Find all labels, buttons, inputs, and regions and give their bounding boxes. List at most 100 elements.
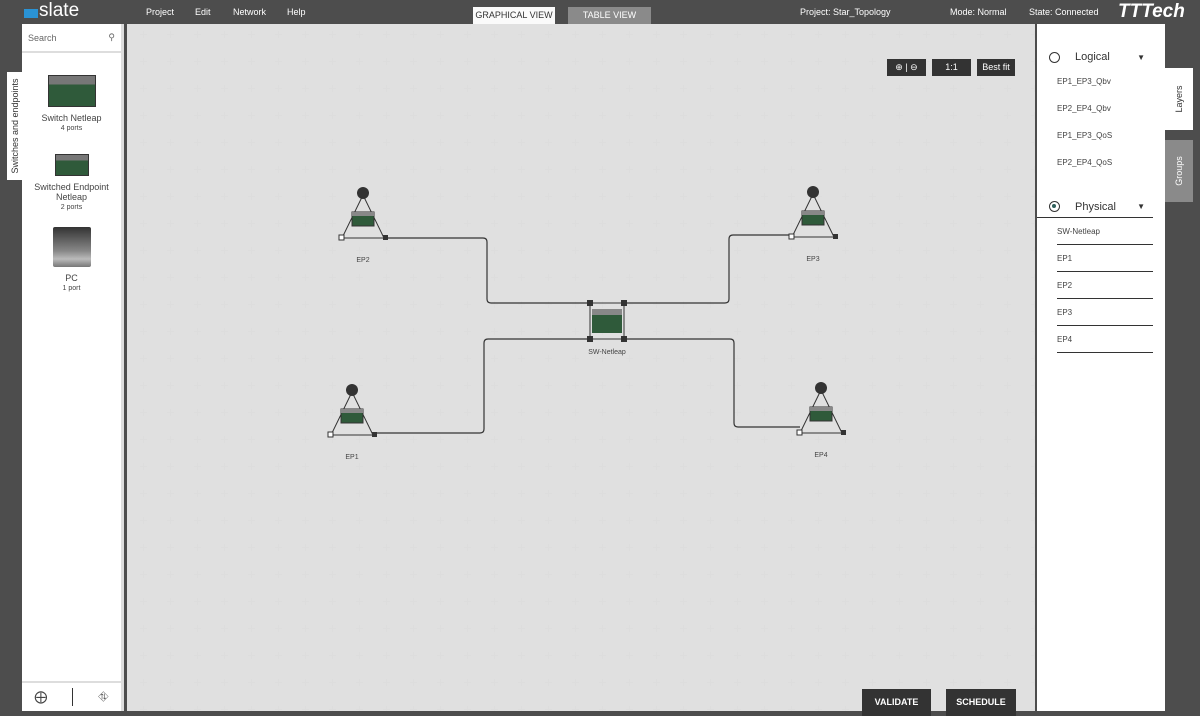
link-ep2-sw[interactable] [386,237,590,304]
node-pin-icon [815,382,827,394]
menu-edit[interactable]: Edit [195,7,211,17]
link-sw-ep4[interactable] [624,338,800,428]
best-fit-button[interactable]: Best fit [977,59,1015,76]
board-ports [352,212,374,216]
physical-layer-item[interactable]: EP2 [1057,272,1153,299]
node-pin-icon [807,186,819,198]
palette-footer: ⨁⛗ [22,681,121,711]
physical-layer-item[interactable]: EP1 [1057,245,1153,272]
zoom-1-1-button[interactable]: 1:1 [932,59,971,76]
node-label: SW-Netleap [588,349,626,356]
port-handle[interactable] [383,235,388,240]
palette-item-ports: 1 port [62,285,81,292]
port-handle[interactable] [833,234,838,239]
node-ep2[interactable]: EP2 [338,187,388,264]
port-handle[interactable] [338,234,345,241]
tab-table-view[interactable]: TABLE VIEW [568,7,651,24]
palette-item-ports: 2 ports [60,204,83,211]
logical-layer-item[interactable]: EP1_EP3_QoS [1057,131,1113,140]
port-handle[interactable] [621,336,627,342]
crosshair-icon[interactable]: ⨁ [34,689,48,704]
menu-project[interactable]: Project [146,7,175,17]
physical-layer-item[interactable]: EP3 [1057,299,1153,326]
palette-item-switch-netleap[interactable]: Switch Netleap 4 ports [22,75,121,132]
menu-help[interactable]: Help [287,7,306,17]
node-pin-icon [357,187,369,199]
palette-item-name: Switched Endpoint Netleap [34,182,109,202]
port-handle[interactable] [327,431,334,438]
board-ports [592,309,622,315]
board-ports [802,211,824,215]
link-sw-ep1[interactable] [373,338,590,434]
left-tab-strip [0,24,22,711]
node-ep3[interactable]: EP3 [788,186,838,263]
tab-groups[interactable]: Groups [1165,140,1193,202]
layer-physical[interactable]: Physical ▼ [1037,196,1153,218]
port-handle[interactable] [841,430,846,435]
node-label: EP4 [814,452,827,459]
switch-board-image [47,75,96,107]
palette-panel: Search ⚲ Switch Netleap 4 ports Switched … [22,24,124,711]
palette-item-name: PC [65,273,78,283]
search-input[interactable]: Search ⚲ [22,24,121,53]
tttech-logo: TTTech [1118,1,1185,22]
schedule-button[interactable]: SCHEDULE [946,689,1016,716]
node-ep4[interactable]: EP4 [796,382,846,459]
port-handle[interactable] [372,432,377,437]
validate-button[interactable]: VALIDATE [862,689,931,716]
physical-layer-item[interactable]: SW-Netleap [1057,218,1153,245]
port-handle[interactable] [796,429,803,436]
link-sw-ep3[interactable] [624,234,792,304]
slate-logo: slate [24,0,80,21]
tab-label: Layers [1174,85,1184,113]
project-status: Project: Star_Topology [800,7,891,17]
tab-switches-and-endpoints[interactable]: Switches and endpoints [7,72,22,180]
palette-item-name: Switch Netleap [41,113,102,123]
port-handle[interactable] [587,336,593,342]
port-handle[interactable] [788,233,795,240]
logo-text: slate [39,0,80,21]
caret-down-icon[interactable]: ▼ [1137,202,1145,211]
physical-layer-item[interactable]: EP4 [1057,326,1153,353]
search-placeholder: Search [28,32,57,43]
menu-network[interactable]: Network [233,7,267,17]
palette-item-switched-endpoint[interactable]: Switched Endpoint Netleap 2 ports [22,154,121,211]
hierarchy-icon[interactable]: ⛗ [98,689,109,704]
node-ep1[interactable]: EP1 [327,384,377,461]
logical-radio[interactable] [1049,51,1060,63]
logical-layer-item[interactable]: EP1_EP3_Qbv [1057,77,1111,86]
node-label: EP2 [356,257,369,264]
zoom-in-out-buttons[interactable]: ⊕ | ⊖ [887,59,926,76]
search-icon[interactable]: ⚲ [108,32,115,42]
node-label: EP1 [345,454,358,461]
node-pin-icon [346,384,358,396]
layer-label: Physical [1075,200,1116,213]
caret-down-icon[interactable]: ▼ [1137,52,1145,62]
tab-label: Switches and endpoints [9,78,20,174]
node-sw-netleap[interactable]: SW-Netleap [587,300,627,356]
divider [72,688,74,706]
layer-label: Logical [1075,51,1110,63]
connection-status: State: Connected [1029,7,1099,17]
port-handle[interactable] [587,300,593,306]
board-ports [341,409,363,413]
board-ports [810,407,832,411]
links [373,234,800,434]
logical-layer-item[interactable]: EP2_EP4_QoS [1057,158,1113,167]
tab-graphical-view[interactable]: GRAPHICAL VIEW [473,7,555,24]
tab-layers[interactable]: Layers [1165,68,1193,130]
logical-layer-item[interactable]: EP2_EP4_Qbv [1057,104,1111,113]
endpoint-board-image [54,154,89,176]
mode-status: Mode: Normal [950,7,1007,17]
palette-item-pc[interactable]: PC 1 port [22,227,121,292]
port-handle[interactable] [621,300,627,306]
tab-label: Groups [1174,156,1184,186]
laptop-icon [52,227,91,267]
layer-logical[interactable]: Logical ▼ [1037,46,1165,68]
physical-radio[interactable] [1049,201,1060,212]
top-bar: slate Project Edit Network Help GRAPHICA… [0,0,1200,24]
palette-item-ports: 4 ports [60,125,83,132]
